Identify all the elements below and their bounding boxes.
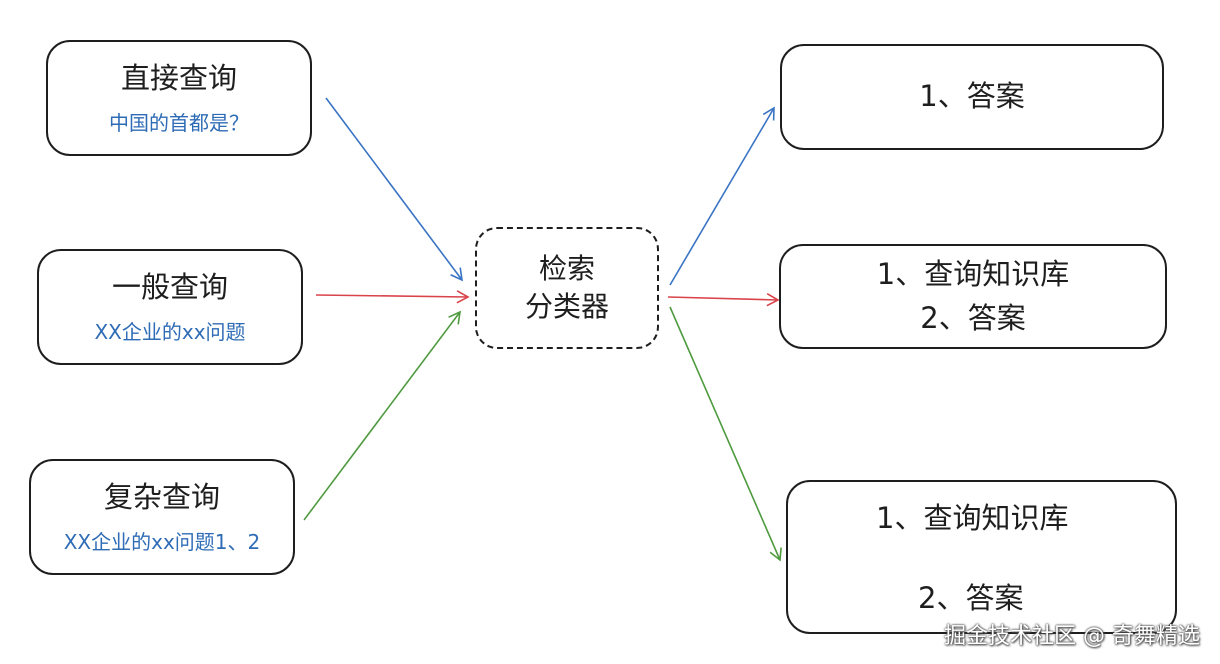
output-complex-line1: 1、查询知识库 <box>876 501 1069 535</box>
input-direct-example: 中国的首都是？ <box>109 111 249 136</box>
output-complex-box <box>786 480 1177 634</box>
input-general-example: XX企业的xx问题 <box>94 320 246 345</box>
arrow-classifier-to-complex <box>669 306 782 562</box>
output-general-line1: 1、查询知识库 <box>876 257 1070 291</box>
input-general-title: 一般查询 <box>111 269 228 304</box>
classifier-line2: 分类器 <box>524 290 609 323</box>
output-general-line2: 2、答案 <box>920 300 1026 335</box>
arrow-classifier-to-general <box>667 293 780 307</box>
output-direct-line1: 1、答案 <box>919 79 1025 114</box>
watermark-text: 掘金技术社区 @ 奇舞精选 <box>944 624 1200 649</box>
input-general-query-box: 一般查询 XX企业的xx问题 <box>37 249 303 365</box>
arrow-general-to-classifier <box>315 290 470 304</box>
retrieval-classifier-box: 检索 分类器 <box>475 227 659 349</box>
arrow-direct-to-classifier <box>325 97 464 282</box>
input-complex-query-box: 复杂查询 XX企业的xx问题1、2 <box>29 459 295 575</box>
input-complex-example: XX企业的xx问题1、2 <box>63 530 261 555</box>
classifier-line1: 检索 <box>538 252 595 286</box>
input-direct-title: 直接查询 <box>120 60 237 95</box>
arrow-complex-to-classifier <box>303 310 462 521</box>
output-general-box: 1、查询知识库 2、答案 <box>779 244 1167 349</box>
output-complex-line2: 2、答案 <box>918 581 1024 615</box>
output-direct-box: 1、答案 <box>780 44 1164 150</box>
input-complex-title: 复杂查询 <box>103 479 220 514</box>
arrow-classifier-to-direct <box>669 106 775 286</box>
input-direct-query-box: 直接查询 中国的首都是？ <box>46 40 312 156</box>
